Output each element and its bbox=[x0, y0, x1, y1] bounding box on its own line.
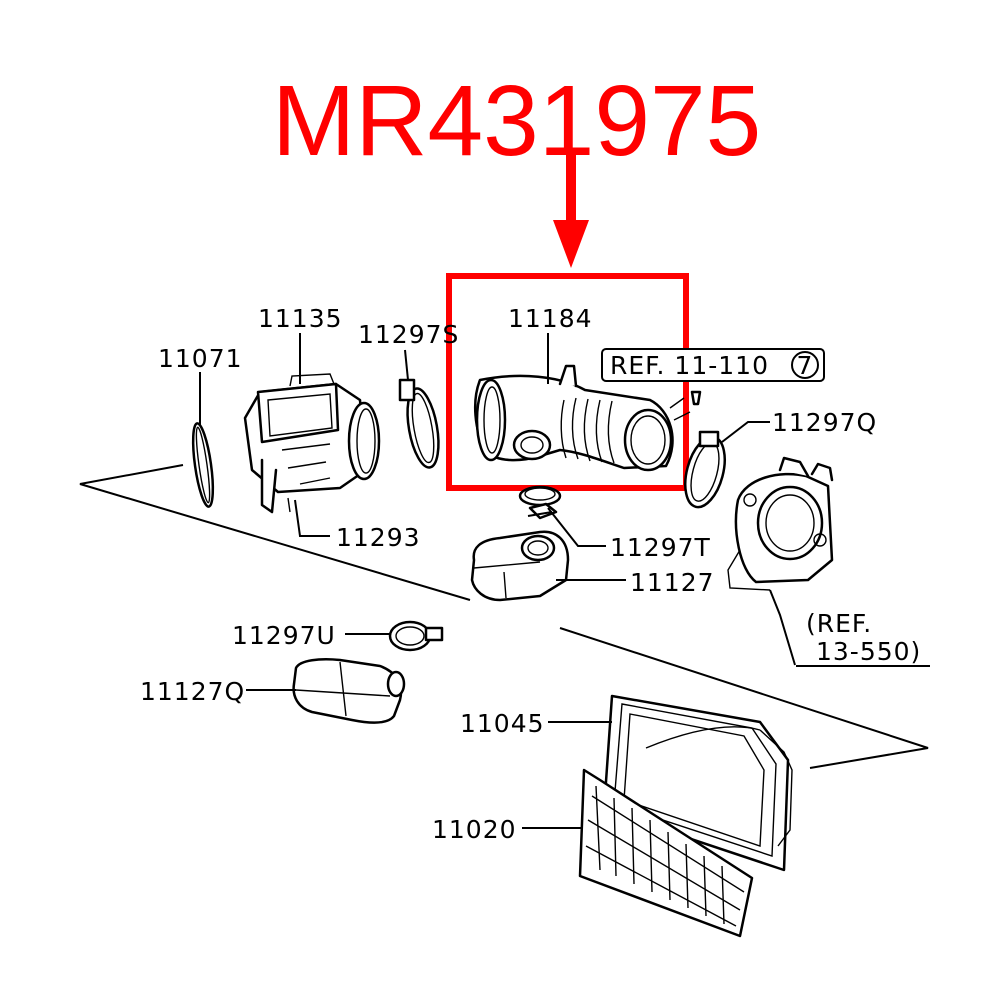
reference-label-1: REF. 11-110 bbox=[610, 351, 769, 380]
hose-clamp-11297T bbox=[518, 485, 606, 547]
reference-label-2a: (REF. bbox=[806, 609, 872, 638]
leader-11293 bbox=[294, 499, 330, 537]
gasket-11071 bbox=[191, 372, 215, 508]
hose-clamp-11297S bbox=[398, 349, 440, 469]
callout-11127: 11127 bbox=[630, 568, 715, 597]
callout-11297S: 11297S bbox=[358, 320, 459, 349]
highlight-arrow bbox=[553, 155, 589, 268]
intake-hose-11184 bbox=[474, 333, 691, 472]
resonator-11127 bbox=[470, 530, 626, 602]
resonator-11127Q bbox=[246, 658, 406, 724]
reference-circle-number: 7 bbox=[797, 351, 814, 380]
assembly-baseline bbox=[79, 464, 929, 769]
callout-11184: 11184 bbox=[508, 304, 593, 333]
reference-label-2b: 13-550) bbox=[816, 637, 921, 666]
reference-11-110: REF. 11-110 7 bbox=[601, 348, 825, 382]
callout-11297T: 11297T bbox=[610, 533, 711, 562]
callout-11127Q: 11127Q bbox=[140, 677, 245, 706]
air-filter-11020 bbox=[522, 768, 754, 938]
callout-11293: 11293 bbox=[336, 523, 421, 552]
callout-11297U: 11297U bbox=[232, 621, 336, 650]
hose-clamp-11297Q bbox=[684, 421, 770, 509]
callout-11045: 11045 bbox=[460, 709, 545, 738]
air-flow-sensor-11135 bbox=[243, 333, 381, 514]
hose-clamp-11297U bbox=[345, 620, 444, 652]
callout-11020: 11020 bbox=[432, 815, 517, 844]
callout-11071: 11071 bbox=[158, 344, 243, 373]
air-cleaner-cover-11045 bbox=[548, 694, 793, 872]
reference-13-550: (REF. 13-550) bbox=[796, 609, 930, 667]
callout-11135: 11135 bbox=[258, 304, 343, 333]
throttle-body bbox=[690, 390, 834, 666]
part-number-title: MR431975 bbox=[272, 65, 761, 177]
callout-11297Q: 11297Q bbox=[772, 408, 877, 437]
